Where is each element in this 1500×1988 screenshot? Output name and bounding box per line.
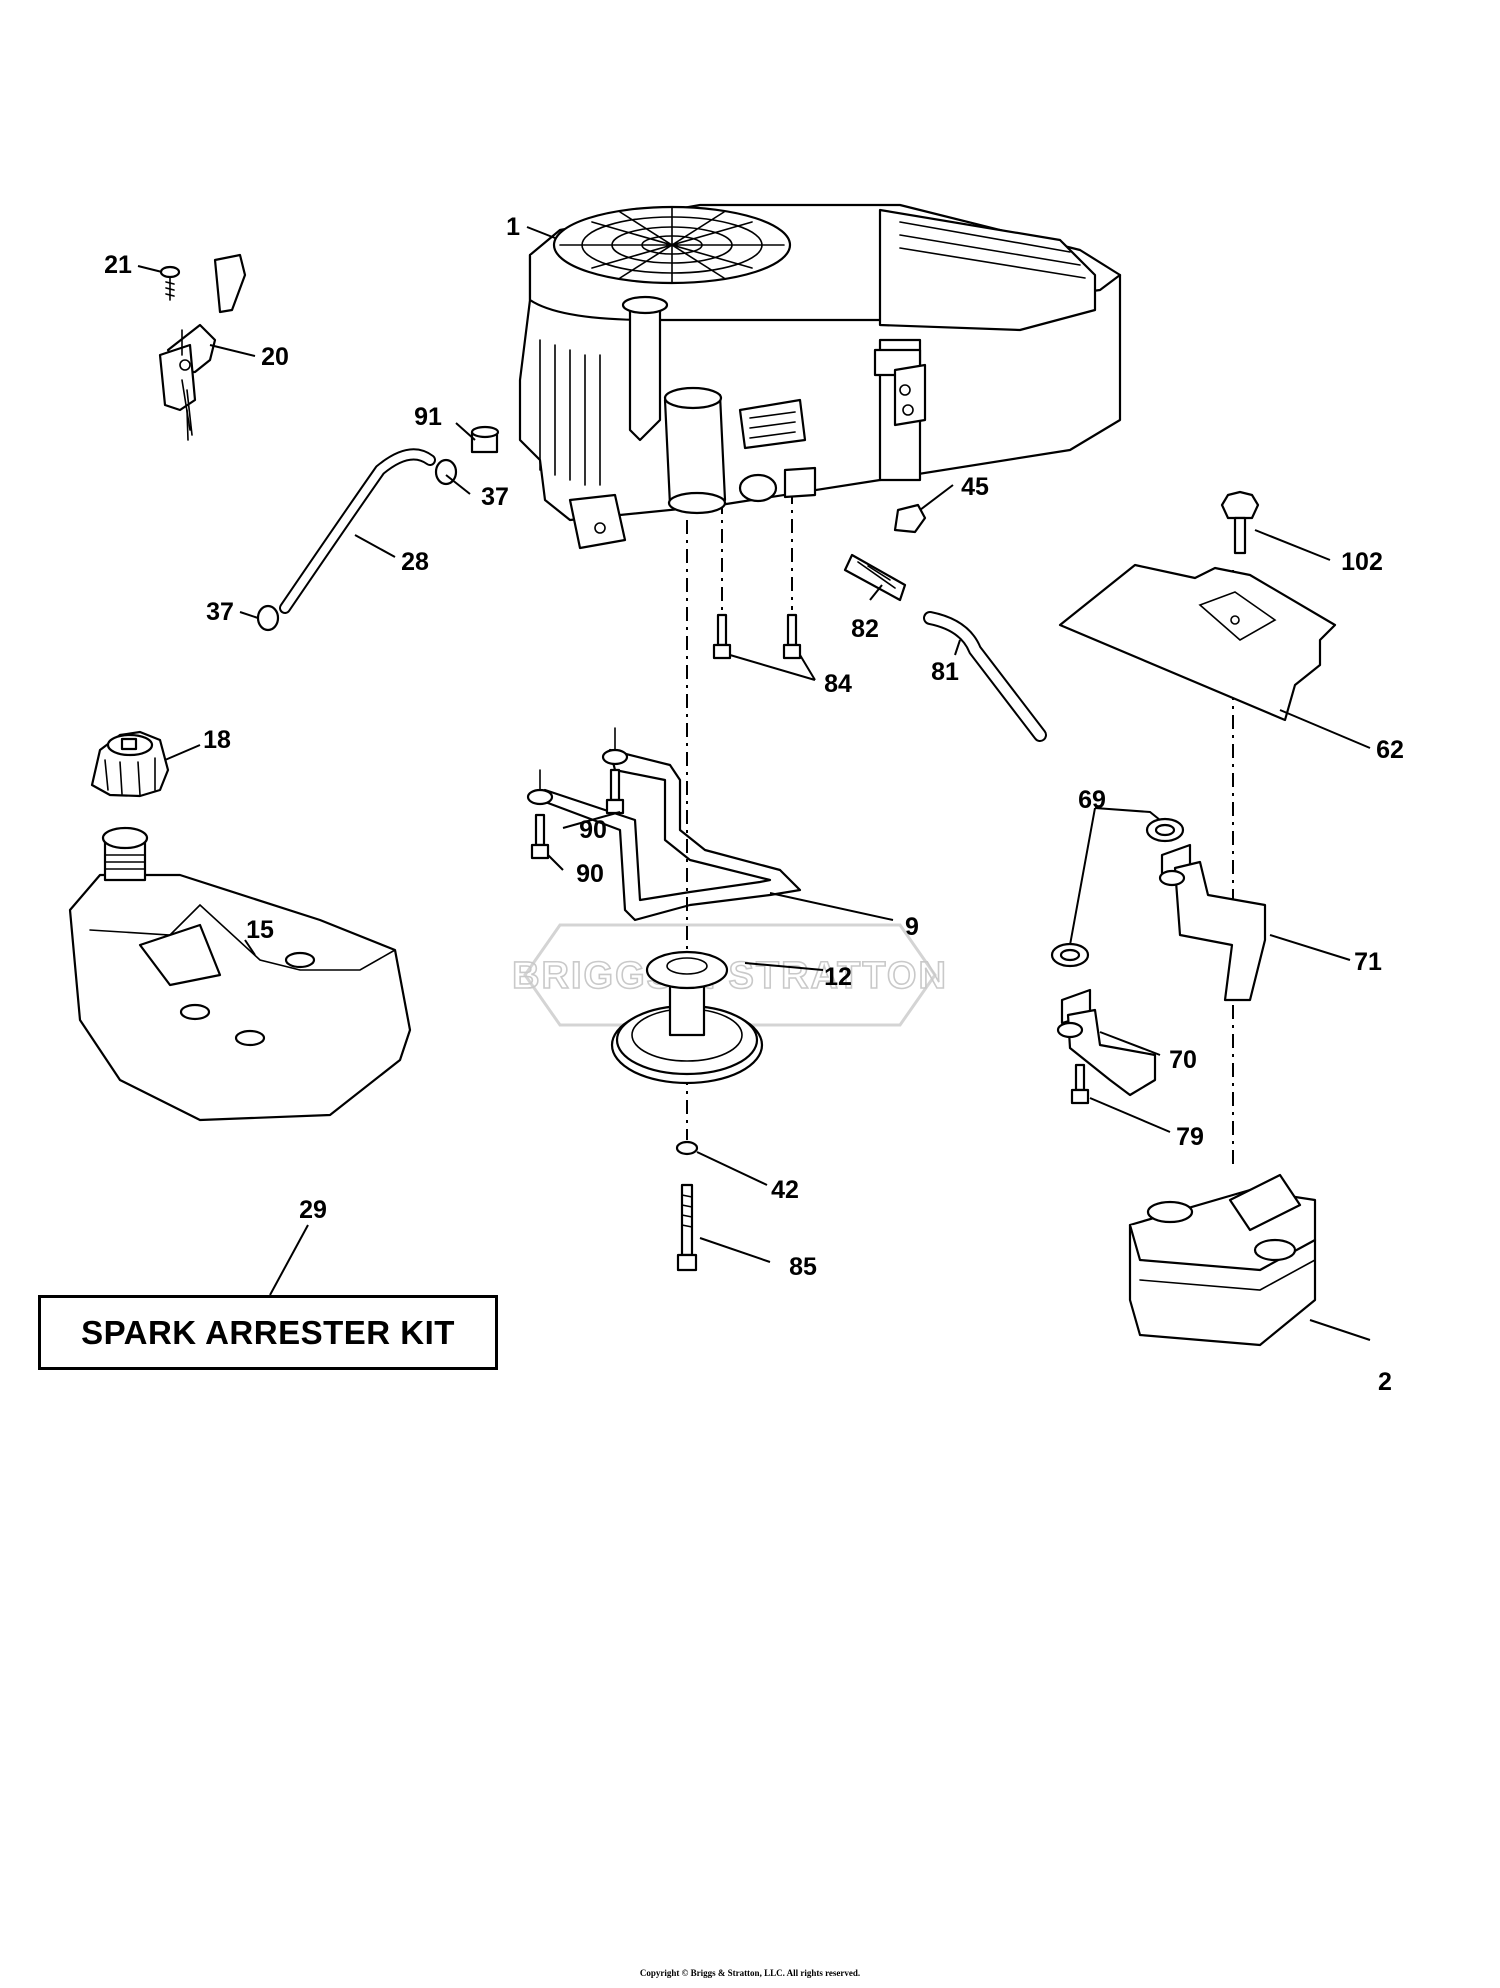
nut-45 (893, 503, 927, 534)
bracket (526, 727, 802, 922)
callout-91: 91 (414, 403, 442, 431)
callout-20: 20 (261, 343, 289, 371)
callout-28: 28 (401, 548, 429, 576)
callout-90-lower: 90 (576, 860, 604, 888)
watermark-text: BRIGGS & STRATTON (512, 955, 948, 997)
fuel-cap (90, 730, 170, 798)
callout-90-upper: 90 (579, 816, 607, 844)
copyright-notice: Copyright © Briggs & Stratton, LLC. All … (639, 1968, 861, 1978)
callout-70: 70 (1169, 1046, 1197, 1074)
heat-shield (1058, 563, 1337, 722)
bolts-84 (712, 613, 802, 660)
throttle-control (158, 253, 247, 441)
leader-lines (137, 226, 1371, 1341)
brand-watermark: BRIGGS & STRATTON (511, 923, 948, 1027)
callout-21: 21 (104, 251, 132, 279)
callout-1: 1 (506, 213, 520, 241)
spark-arrester-kit-box: SPARK ARRESTER KIT (38, 1295, 498, 1370)
callout-69: 69 (1078, 786, 1106, 814)
fuel-line (256, 425, 500, 632)
spark-arrester-kit-label: SPARK ARRESTER KIT (81, 1313, 455, 1351)
callout-85: 85 (789, 1253, 817, 1281)
callout-37-lower: 37 (206, 598, 234, 626)
callout-45: 45 (961, 473, 989, 501)
callout-15: 15 (246, 916, 274, 944)
muffler (1128, 1173, 1317, 1347)
exhaust-pipes (1050, 817, 1267, 1097)
callout-18: 18 (203, 726, 231, 754)
callout-labels: 1 2 9 12 15 18 20 21 28 29 37 37 42 45 6… (104, 213, 1404, 1396)
screw-102 (1220, 490, 1260, 555)
callout-71: 71 (1354, 948, 1382, 976)
callout-81: 81 (931, 658, 959, 686)
callout-62: 62 (1376, 736, 1404, 764)
callout-102: 102 (1341, 548, 1383, 576)
callout-79: 79 (1176, 1123, 1204, 1151)
callout-42: 42 (771, 1176, 799, 1204)
bolts-90 (530, 768, 625, 860)
callout-84: 84 (824, 670, 852, 698)
fuel-tank (68, 826, 412, 1122)
callout-2: 2 (1378, 1368, 1392, 1396)
pulley (610, 950, 764, 1085)
callout-82: 82 (851, 615, 879, 643)
callout-29: 29 (299, 1196, 327, 1224)
fuel-filter (843, 553, 1047, 742)
bolt-79 (1070, 1063, 1090, 1105)
callout-12: 12 (824, 963, 852, 991)
washer-and-bolt (675, 1140, 699, 1272)
callout-37-upper: 37 (481, 483, 509, 511)
callout-9: 9 (905, 913, 919, 941)
screw-21 (159, 265, 181, 301)
engine (518, 203, 1122, 550)
